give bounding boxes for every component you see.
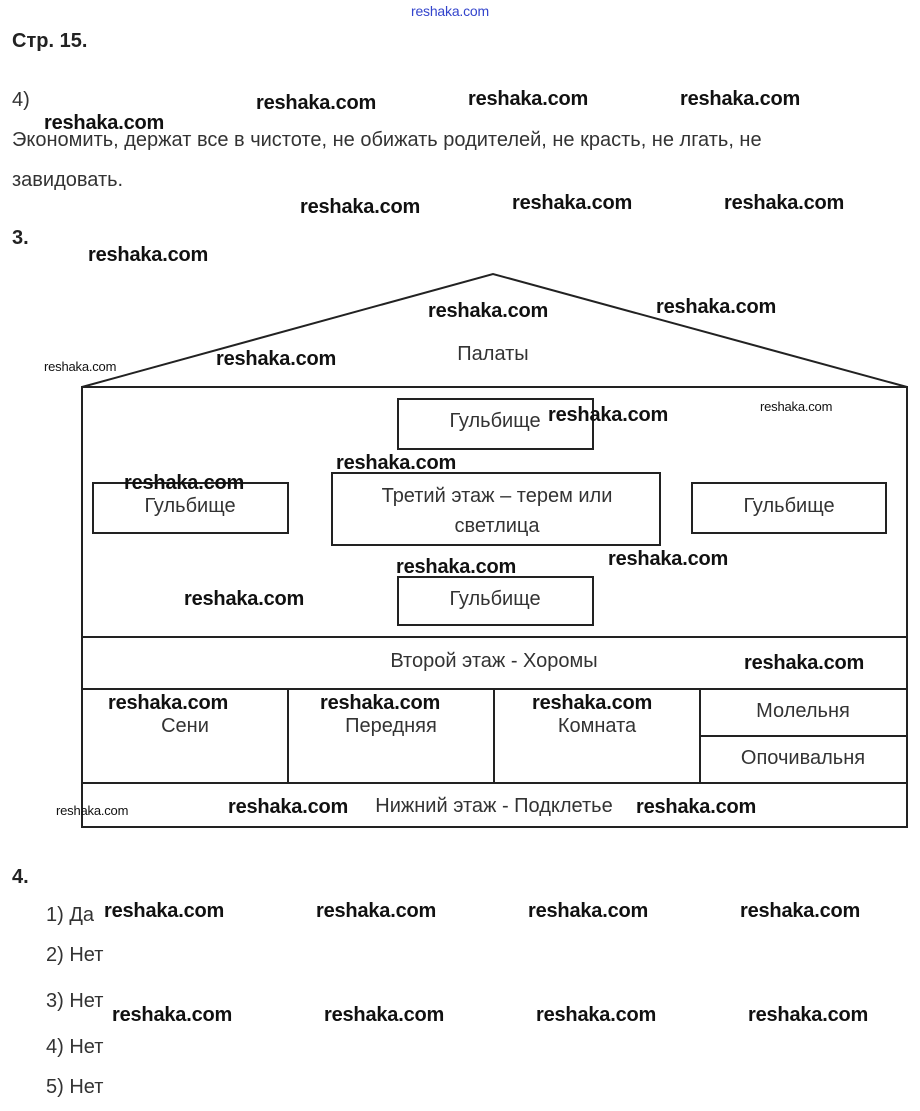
gulbische-left-label: Гульбище [144, 495, 235, 517]
watermark: reshaka.com [396, 556, 517, 578]
roof-outline [81, 272, 908, 388]
watermark: reshaka.com [228, 796, 349, 818]
watermark: reshaka.com [56, 803, 129, 818]
header-watermark: reshaka.com [411, 3, 489, 19]
gulbische-bottom-label: Гульбище [449, 588, 540, 610]
house-frame [81, 386, 908, 828]
third-floor-label-1: Третий этаж – терем или [382, 485, 613, 507]
watermark: reshaka.com [88, 244, 209, 266]
room-molelnya: Молельня [756, 700, 850, 722]
third-floor-box [331, 472, 661, 546]
watermark: reshaka.com [184, 588, 305, 610]
watermark: reshaka.com [468, 88, 589, 110]
watermark: reshaka.com [124, 472, 245, 494]
ground-floor-label: Нижний этаж - Подклетье [375, 795, 612, 817]
watermark: reshaka.com [740, 900, 861, 922]
answer-1: 1) Да [46, 904, 95, 926]
watermark: reshaka.com [636, 796, 757, 818]
task4-line-1: Экономить, держат все в чистоте, не обиж… [12, 129, 762, 151]
watermark: reshaka.com [536, 1004, 657, 1026]
watermark: reshaka.com [320, 692, 441, 714]
room-opochivalnya: Опочивальня [741, 747, 865, 769]
watermark: reshaka.com [532, 692, 653, 714]
gulbische-left-box [92, 482, 289, 534]
watermark: reshaka.com [608, 548, 729, 570]
watermark: reshaka.com [656, 296, 777, 318]
watermark: reshaka.com [216, 348, 337, 370]
watermark: reshaka.com [548, 404, 669, 426]
page-label: Стр. 15. [12, 30, 88, 52]
answer-2: 2) Нет [46, 944, 104, 966]
watermark: reshaka.com [104, 900, 225, 922]
watermark: reshaka.com [44, 359, 117, 374]
watermark: reshaka.com [744, 652, 865, 674]
watermark: reshaka.com [316, 900, 437, 922]
watermark: reshaka.com [428, 300, 549, 322]
gulbische-top-label: Гульбище [449, 410, 540, 432]
gulbische-top-box [397, 398, 594, 450]
watermark: reshaka.com [760, 399, 833, 414]
watermark: reshaka.com [256, 92, 377, 114]
watermark: reshaka.com [512, 192, 633, 214]
watermark: reshaka.com [324, 1004, 445, 1026]
room-komnata: Комната [558, 715, 637, 737]
room-seni: Сени [161, 715, 209, 737]
answer-4: 4) Нет [46, 1036, 104, 1058]
watermark: reshaka.com [336, 452, 457, 474]
section-4-label: 4. [12, 866, 29, 888]
watermark: reshaka.com [528, 900, 649, 922]
watermark: reshaka.com [44, 112, 165, 134]
watermark: reshaka.com [112, 1004, 233, 1026]
watermark: reshaka.com [748, 1004, 869, 1026]
gulbische-right-label: Гульбище [743, 495, 834, 517]
watermark: reshaka.com [724, 192, 845, 214]
second-floor-label: Второй этаж - Хоромы [390, 650, 597, 672]
task4-line-2: завидовать. [12, 169, 124, 191]
answer-3: 3) Нет [46, 990, 104, 1012]
answer-5: 5) Нет [46, 1076, 104, 1098]
roof-label: Палаты [457, 343, 528, 365]
task4-number: 4) [12, 89, 30, 111]
third-floor-label-2: светлица [455, 515, 541, 537]
watermark: reshaka.com [108, 692, 229, 714]
watermark: reshaka.com [680, 88, 801, 110]
room-perednyaya: Передняя [345, 715, 437, 737]
watermark: reshaka.com [300, 196, 421, 218]
gulbische-right-box [691, 482, 887, 534]
section-3-label: 3. [12, 227, 29, 249]
gulbische-bottom-box [397, 576, 594, 626]
